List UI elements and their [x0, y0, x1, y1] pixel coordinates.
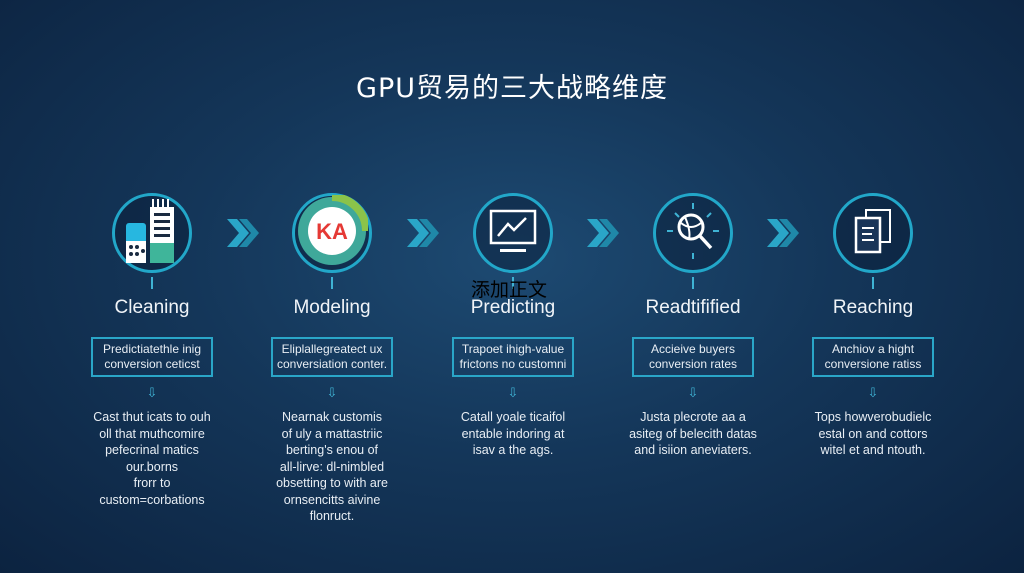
- step-label: Modeling: [293, 297, 371, 318]
- summary-line: Accieive buyers: [650, 342, 736, 356]
- summary-line: Predictiatethle inig: [102, 342, 202, 356]
- description-line: Tops howverobudielc: [814, 410, 932, 424]
- arrow-down-icon: ⇩: [507, 385, 519, 400]
- connector-line: [331, 277, 333, 289]
- globe-magnifier-icon: [663, 201, 723, 266]
- summary-line: conversion rates: [648, 357, 738, 371]
- description-line: Nearnak customis: [281, 410, 383, 424]
- step-icon-circle: [833, 193, 913, 273]
- description-line: flonruct.: [309, 509, 355, 523]
- description-line: and isiion aneviaters.: [634, 443, 752, 457]
- description-line: berting's enou of: [285, 443, 379, 457]
- description-line: Cast thut icats to ouh: [93, 410, 211, 424]
- monitor-chart-icon: [488, 208, 538, 259]
- chevron-right-icon: [403, 213, 443, 253]
- summary-line: frictons no customni: [459, 357, 567, 371]
- description-line: pefecrinal matics: [105, 443, 199, 457]
- description-line: isav a the ags.: [472, 443, 554, 457]
- description-line: of uly a mattastriic: [281, 426, 383, 441]
- summary-line: conversion ceticst: [104, 357, 200, 371]
- description-line: Catall yoale ticaifol: [460, 410, 566, 424]
- description-line: estal on and cottors: [818, 426, 928, 441]
- description-line: all-lirve: dl-nimbled: [279, 459, 385, 474]
- step-description: Cast thut icats to ouh oll that muthcomir…: [62, 409, 242, 508]
- slide-title: GPU贸易的三大战略维度: [356, 73, 668, 104]
- connector-line: [151, 277, 153, 289]
- description-line: obsetting to with are: [276, 476, 388, 490]
- description-line: asiteg of belecith datas: [629, 426, 757, 441]
- summary-line: Eliplallegreatect ux: [281, 342, 383, 356]
- connector-line: [692, 277, 694, 289]
- step-label: Readtifified: [645, 297, 741, 318]
- svg-text:KA: KA: [316, 219, 348, 244]
- description-line: custom=corbations: [99, 492, 205, 507]
- connector-line: [872, 277, 874, 289]
- summary-line: Trapoet ihigh-value: [461, 342, 565, 356]
- step-description: Tops howverobudielc estal on and cottors w…: [783, 409, 963, 459]
- arrow-down-icon: ⇩: [326, 385, 338, 400]
- step-description: Catall yoale ticaifol entable indoring at…: [423, 409, 603, 459]
- step-label: Reaching: [832, 297, 914, 318]
- connector-line: [512, 277, 514, 289]
- chevron-right-icon: [223, 213, 263, 253]
- step-description: Justa plecrote aa a asiteg of belecith da…: [603, 409, 783, 459]
- step-label: Cleaning: [114, 297, 190, 318]
- summary-line: conversione ratiss: [824, 357, 922, 371]
- step-icon-circle: [653, 193, 733, 273]
- description-line: our.borns: [125, 459, 179, 474]
- step-icon-circle: [112, 193, 192, 273]
- building-chart-icon: [122, 198, 182, 268]
- description-line: oll that muthcomire: [99, 426, 205, 441]
- arrow-down-icon: ⇩: [146, 385, 158, 400]
- chevron-right-icon: [583, 213, 623, 253]
- documents-icon: [848, 206, 898, 261]
- description-line: witel et and ntouth.: [820, 443, 926, 457]
- summary-line: conversiation conter.: [276, 357, 388, 371]
- ka-logo-icon: KA: [296, 192, 370, 272]
- description-line: Justa plecrote aa a: [640, 410, 746, 424]
- description-line: frorr to: [133, 476, 171, 490]
- summary-line: Anchiov a hight: [831, 342, 915, 356]
- placeholder-text[interactable]: 添加正文: [471, 279, 548, 301]
- arrow-down-icon: ⇩: [687, 385, 699, 400]
- description-line: ornsencitts aivine: [283, 492, 381, 507]
- chevron-right-icon: [763, 213, 803, 253]
- step-icon-circle: [473, 193, 553, 273]
- step-description: Nearnak customis of uly a mattastriic bert…: [242, 409, 422, 525]
- arrow-down-icon: ⇩: [867, 385, 879, 400]
- description-line: entable indoring at: [461, 426, 565, 441]
- step-label: Predicting: [470, 297, 556, 318]
- step-icon-circle: KA: [292, 192, 372, 273]
